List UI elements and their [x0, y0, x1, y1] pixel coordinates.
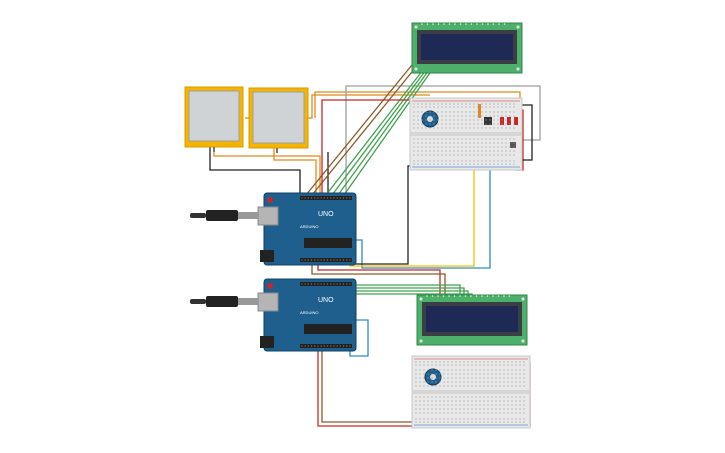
force-sensor-right[interactable] [248, 87, 309, 153]
lcd-bottom[interactable] [416, 294, 528, 346]
wire-brown-1[interactable] [305, 59, 417, 196]
wire-brown-2[interactable] [311, 61, 421, 196]
wire-orange-1[interactable] [213, 147, 321, 195]
lcd-top[interactable] [411, 22, 523, 74]
wire-blue-1[interactable] [356, 110, 491, 269]
pushbutton-icon[interactable] [484, 117, 516, 148]
board-label-uno: UNO [318, 211, 334, 218]
potentiometer-icon[interactable] [424, 368, 442, 386]
board-label-brand: ARDUINO [300, 224, 318, 229]
wire-orange-2[interactable] [273, 147, 317, 195]
wire-green-2[interactable] [331, 69, 427, 196]
wire-orange-4[interactable] [314, 91, 521, 118]
usb-plug-icon[interactable] [190, 296, 258, 307]
wire-green-1[interactable] [325, 69, 424, 196]
breadboard-top[interactable] [409, 97, 523, 171]
arduino-board-top[interactable]: UNO ARDUINO [257, 192, 357, 266]
wire-black-1[interactable] [209, 147, 301, 195]
pin-and-hole-patterns [301, 23, 525, 423]
wire-green-4[interactable] [343, 69, 433, 196]
usb-plug-icon[interactable] [190, 210, 258, 221]
wire-red-4[interactable] [317, 262, 441, 298]
board-label-uno: UNO [318, 297, 334, 304]
wire-green-3[interactable] [337, 69, 430, 196]
wire-black-4[interactable] [517, 104, 533, 161]
led-icon[interactable] [478, 104, 518, 125]
wire-brown-4[interactable] [321, 350, 418, 423]
breadboard-bottom[interactable] [411, 355, 531, 429]
force-sensor-left[interactable] [184, 86, 244, 152]
arduino-board-bottom[interactable]: UNO ARDUINO [257, 278, 357, 352]
wire-gray-1[interactable] [345, 85, 541, 195]
potentiometer-icon[interactable] [421, 110, 439, 128]
wire-brown-3[interactable] [311, 262, 446, 298]
board-label-brand: ARDUINO [300, 310, 318, 315]
